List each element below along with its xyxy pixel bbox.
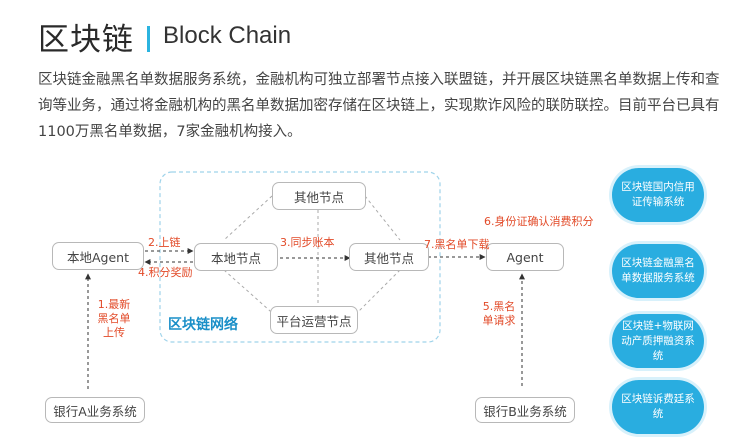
- node-other-top: 其他节点: [272, 182, 366, 210]
- page-title: 区块链: [38, 22, 134, 58]
- application-circle-2: 区块链金融黑名单数据服务系统: [612, 244, 704, 298]
- node-bank-a: 银行A业务系统: [45, 397, 145, 423]
- network-label: 区块链网络: [168, 317, 238, 333]
- step-label-5: 5.黑名单请求: [482, 300, 516, 327]
- node-other-right: 其他节点: [349, 243, 429, 271]
- step-label-7: 7.黑名单下载: [424, 238, 490, 251]
- blockchain-network-region: [159, 171, 441, 343]
- step-label-3: 3.同步账本: [280, 236, 335, 249]
- agent-node-arrows: [85, 248, 525, 389]
- node-agent: Agent: [486, 243, 564, 271]
- step-label-1: 1.最新黑名单上传: [97, 298, 131, 339]
- step-label-4: 4.积分奖励: [138, 266, 193, 279]
- node-platform: 平台运营节点: [270, 306, 358, 334]
- page-subtitle: Block Chain: [163, 22, 292, 49]
- application-circle-1: 区块链国内信用证传输系统: [612, 168, 704, 222]
- node-local: 本地节点: [194, 243, 278, 271]
- application-circle-3: 区块链+物联网动产质押融资系统: [612, 314, 704, 368]
- node-local-agent: 本地Agent: [52, 242, 144, 270]
- network-links: [223, 195, 401, 319]
- step-label-2: 2.上链: [148, 236, 181, 249]
- step-label-6: 6.身份证确认消费积分: [484, 215, 594, 228]
- node-bank-b: 银行B业务系统: [475, 397, 575, 423]
- application-circle-4: 区块链诉费廷系统: [612, 380, 704, 434]
- title-divider: [147, 26, 150, 52]
- description-text: 区块链金融黑名单数据服务系统，金融机构可独立部署节点接入联盟链，并开展区块链黑名…: [38, 72, 720, 140]
